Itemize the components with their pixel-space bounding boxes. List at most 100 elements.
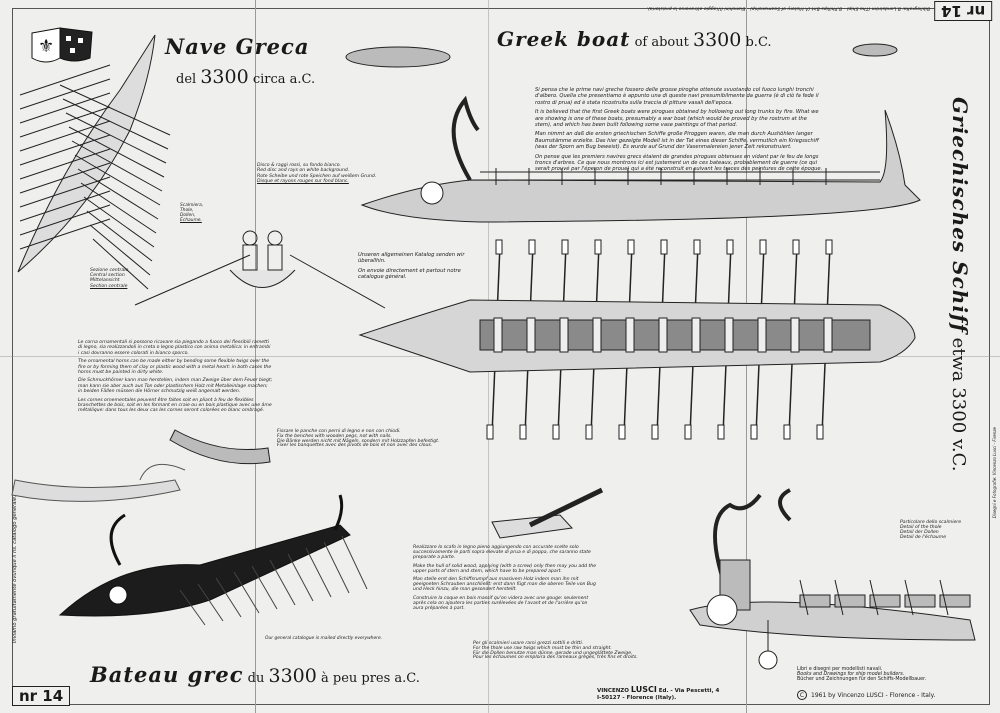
intro-french: On pense que les premiers navires grecs … xyxy=(535,153,823,173)
oar xyxy=(59,84,171,136)
rowing-bench xyxy=(691,317,701,353)
oar-blade xyxy=(816,424,824,440)
subtitle-italian: del 3300 circa a.C. xyxy=(176,66,315,88)
label-line: Échaume. xyxy=(180,218,202,223)
title-french: Bateau grec du 3300 à peu pres a.C. xyxy=(90,662,420,687)
note-line: Libri e disegni per modellisti navali. xyxy=(797,667,883,672)
note-line: Rote Scheibe und rote Speichen auf weiße… xyxy=(257,173,377,179)
note-line: The ornamental horns can be made either … xyxy=(78,359,272,376)
note-line: Les cornes ornementales peuvent être fai… xyxy=(78,397,272,414)
catalogue-note-english: Our general catalogue is mailed directly… xyxy=(265,636,383,641)
plate-number-bottom: nr 14 xyxy=(12,686,71,706)
oar-blade xyxy=(684,424,692,440)
thole-post xyxy=(904,579,914,616)
label-line: Thole, xyxy=(180,208,194,213)
oar-blade xyxy=(693,239,701,255)
copyright-text: 1961 by Vincenzo LUSCI - Florence - Ital… xyxy=(811,691,936,699)
bibliography: Bibliografia: B.Landström (The Ship) - B… xyxy=(646,5,930,11)
oar xyxy=(233,571,260,614)
florence-crest-logo: ⚜ xyxy=(31,27,93,63)
thole-post xyxy=(939,579,949,616)
label-line: Detail of the thole xyxy=(900,525,942,530)
rowing-bench xyxy=(526,317,536,353)
note-line: Realizzare lo scafo in legno pieno aggiu… xyxy=(413,545,591,561)
bow-detail-drawing xyxy=(689,488,976,670)
subtitle-year: 3300 xyxy=(200,66,249,88)
bench-note: Fissare le panche con perni di legno e n… xyxy=(277,429,472,449)
rowing-bench xyxy=(625,317,635,353)
oar xyxy=(19,162,111,194)
bench xyxy=(939,594,971,608)
oar xyxy=(74,154,161,206)
label-line: Scalmiera, xyxy=(180,203,204,208)
oar xyxy=(71,140,163,192)
label-line: Detail de l'échaume xyxy=(900,535,947,540)
oar xyxy=(65,112,167,164)
oar-blade xyxy=(660,239,668,255)
rowing-bench xyxy=(790,317,800,353)
title-german: Griechisches Schiff etwa 3300 v.C. xyxy=(948,97,972,477)
label-line: Particolare dello scalmiere xyxy=(900,520,962,525)
subtitle-prefix: del xyxy=(176,72,197,87)
top-view-hull xyxy=(358,239,916,440)
publisher: VINCENZO LUSCI Ed. - Via Pescetti, 4 I-5… xyxy=(597,686,719,702)
oar-blade xyxy=(825,239,833,255)
note-line: For the thole use raw twigs which must b… xyxy=(473,645,612,651)
oar xyxy=(215,577,242,618)
catalogue-note: Unseren allgemeinen Katalog senden wir ü… xyxy=(358,252,468,284)
oar-blade xyxy=(495,239,503,255)
oar-blade xyxy=(585,424,593,440)
publisher-line: VINCENZO LUSCI Ed. - Via Pescetti, 4 xyxy=(597,686,719,695)
oar xyxy=(80,182,157,234)
note-line: Unseren allgemeinen Katalog senden wir ü… xyxy=(358,252,465,265)
label-line: Mittelansicht xyxy=(90,278,120,284)
oar xyxy=(19,64,111,96)
subtitle-prefix: of about xyxy=(634,35,689,50)
intro-german: Man nimmt an daß die ersten griechischen… xyxy=(535,131,819,151)
oar xyxy=(19,176,111,208)
build-note: Realizzare lo scafo in legno pieno aggiu… xyxy=(413,545,598,614)
oar-blade xyxy=(792,239,800,255)
title-main: Greek boat xyxy=(497,27,631,51)
title-main: Griechisches Schiff xyxy=(948,97,972,334)
oar-blade xyxy=(486,424,494,440)
oar xyxy=(62,98,169,150)
oar xyxy=(77,168,159,220)
note-line: Man stelle erst den Schiffsrumpf aus mas… xyxy=(413,577,596,593)
small-ship-drawing xyxy=(169,43,898,465)
oar-blade xyxy=(726,239,734,255)
thole-post xyxy=(834,579,844,616)
rowing-bench xyxy=(592,317,602,353)
side-view-hull xyxy=(360,95,921,223)
note-line: Die Schmuckhörner kann man herstellen, i… xyxy=(78,378,273,395)
intro-italian: Si pensa che le prime navi greche fosser… xyxy=(535,87,819,106)
note-line: Fissare le panche con perni di legno e n… xyxy=(277,429,401,434)
sketch-ship-drawing xyxy=(11,463,186,502)
oar xyxy=(19,78,111,110)
thole-post xyxy=(799,579,809,616)
note-line: Le corna ornamentali si possono ricavare… xyxy=(78,340,271,356)
subtitle-year: 3300 xyxy=(692,29,742,51)
oar-blade xyxy=(528,239,536,255)
oar-blade xyxy=(759,239,767,255)
oar xyxy=(323,541,350,594)
thole-note: Per gli scalmieri usare rami grezzi sott… xyxy=(473,641,663,661)
rowing-bench xyxy=(757,317,767,353)
subtitle-suffix: b.C. xyxy=(745,35,772,50)
oar xyxy=(19,92,111,124)
copyright-icon: C xyxy=(797,690,807,700)
label-line: Detail der Dollen xyxy=(900,530,939,535)
note-line: Red disc and rays on white background. xyxy=(257,168,350,174)
oar xyxy=(19,190,111,222)
note-line: Bücher und Zeichnungen für den Schiffs-M… xyxy=(797,677,927,682)
bench xyxy=(834,594,866,608)
bench xyxy=(799,594,831,608)
oar-blade xyxy=(717,424,725,440)
oar-blade xyxy=(519,424,527,440)
oar xyxy=(179,589,206,626)
oar xyxy=(19,148,111,180)
title-italian: Nave Greca xyxy=(165,34,310,59)
label-line: Dollen, xyxy=(180,213,196,218)
title-english: Greek boat of about 3300 b.C. xyxy=(497,27,772,51)
subtitle-year: 3300 xyxy=(268,665,317,687)
